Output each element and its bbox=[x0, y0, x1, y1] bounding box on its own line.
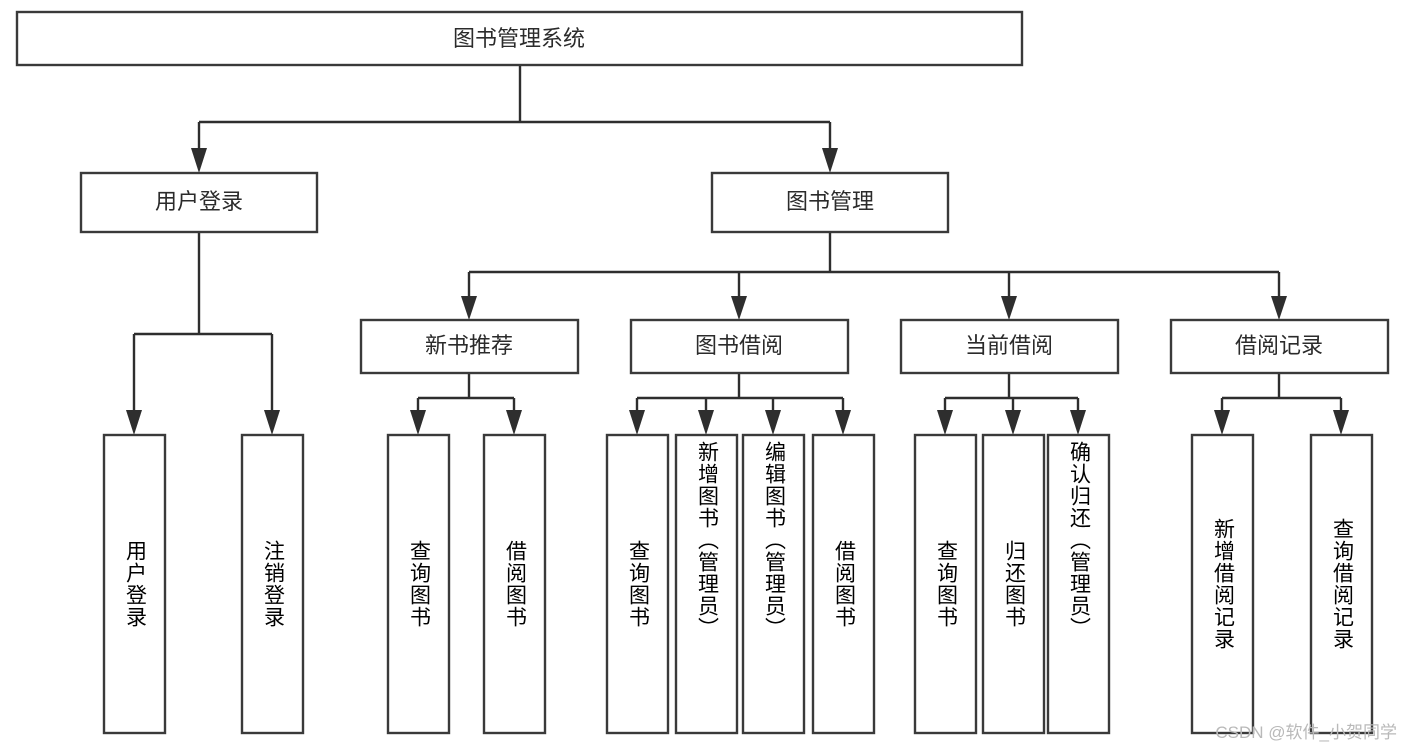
arrow-head-leaf-borrow-book-1 bbox=[506, 410, 522, 435]
arrow-head-book-manage bbox=[822, 148, 838, 173]
arrow-head-leaf-user-login bbox=[126, 410, 142, 435]
leaf-node-query-book-3-box bbox=[913, 433, 978, 735]
arrow-head-leaf-confirm-return bbox=[1070, 410, 1086, 435]
leaf-node-query-record-label-wrap: 查询借阅记录 bbox=[1330, 518, 1354, 650]
node-book-borrow[interactable]: 图书借阅 bbox=[629, 318, 850, 375]
leaf-node-return-book-label: 归还图书 bbox=[1002, 540, 1026, 628]
leaf-node-query-book-3-label-wrap: 查询图书 bbox=[934, 540, 958, 628]
leaf-node-query-book-2-label-wrap: 查询图书 bbox=[626, 540, 650, 628]
node-book-manage-label: 图书管理 bbox=[786, 189, 874, 214]
node-book-manage-box bbox=[710, 171, 950, 234]
leaf-node-query-book-2[interactable]: 查询图书 bbox=[605, 433, 670, 735]
leaf-node-borrow-book-2[interactable]: 借阅图书 bbox=[811, 433, 876, 735]
node-user-login-box bbox=[79, 171, 319, 234]
node-user-login-label: 用户登录 bbox=[155, 189, 243, 214]
leaf-node-add-record-box bbox=[1190, 433, 1255, 735]
leaf-node-borrow-book-1[interactable]: 借阅图书 bbox=[482, 433, 547, 735]
node-borrow-record[interactable]: 借阅记录 bbox=[1169, 318, 1390, 375]
leaf-node-user-login-box bbox=[102, 433, 167, 735]
leaf-node-logout[interactable]: 注销登录 bbox=[240, 433, 305, 735]
node-book-borrow-label: 图书借阅 bbox=[695, 333, 783, 358]
arrow-head-leaf-query-record bbox=[1333, 410, 1349, 435]
leaf-node-borrow-book-2-label-wrap: 借阅图书 bbox=[832, 540, 856, 628]
leaf-node-user-login[interactable]: 用户登录 bbox=[102, 433, 167, 735]
leaf-node-user-login-label-wrap: 用户登录 bbox=[123, 540, 147, 628]
leaf-node-add-book[interactable]: 新增图书（管理员） bbox=[674, 433, 739, 735]
arrow-head-leaf-query-book-3 bbox=[937, 410, 953, 435]
arrow-head-borrow-record bbox=[1271, 296, 1287, 320]
node-current-borrow[interactable]: 当前借阅 bbox=[899, 318, 1120, 375]
leaf-node-confirm-return-box bbox=[1046, 433, 1111, 735]
node-borrow-record-box bbox=[1169, 318, 1390, 375]
leaf-node-add-book-label-wrap: 新增图书（管理员） bbox=[695, 441, 719, 639]
leaf-node-edit-book-label-wrap: 编辑图书（管理员） bbox=[762, 441, 786, 639]
leaf-node-query-book-3-label: 查询图书 bbox=[934, 540, 958, 628]
connector-layer bbox=[126, 65, 1349, 435]
leaf-node-user-login-label: 用户登录 bbox=[123, 540, 147, 628]
leaf-node-add-record-label-wrap: 新增借阅记录 bbox=[1211, 518, 1235, 650]
arrow-head-leaf-edit-book bbox=[765, 410, 781, 435]
arrow-head-book-borrow bbox=[731, 296, 747, 320]
leaf-node-borrow-book-1-label: 借阅图书 bbox=[503, 540, 527, 628]
leaf-node-add-record-label: 新增借阅记录 bbox=[1211, 518, 1235, 650]
node-borrow-record-label: 借阅记录 bbox=[1235, 333, 1323, 358]
csdn-watermark: CSDN @软件_小贺同学 bbox=[1215, 723, 1397, 742]
leaf-node-query-record-box bbox=[1309, 433, 1374, 735]
node-new-book-recommend-label: 新书推荐 bbox=[425, 333, 513, 358]
leaf-node-confirm-return-label-wrap: 确认归还（管理员） bbox=[1067, 441, 1091, 639]
leaf-node-edit-book-label: 编辑图书（管理员） bbox=[762, 441, 786, 639]
arrow-head-leaf-add-book bbox=[698, 410, 714, 435]
leaf-node-add-book-label: 新增图书（管理员） bbox=[695, 441, 719, 639]
leaf-node-borrow-book-2-label: 借阅图书 bbox=[832, 540, 856, 628]
leaf-node-query-book-3[interactable]: 查询图书 bbox=[913, 433, 978, 735]
leaf-node-query-record[interactable]: 查询借阅记录 bbox=[1309, 433, 1374, 735]
leaf-node-return-book-label-wrap: 归还图书 bbox=[1002, 540, 1026, 628]
node-title-system-box bbox=[15, 10, 1024, 67]
leaf-node-query-book-1[interactable]: 查询图书 bbox=[386, 433, 451, 735]
node-user-login[interactable]: 用户登录 bbox=[79, 171, 319, 234]
arrow-head-leaf-logout bbox=[264, 410, 280, 435]
leaf-node-return-book-box bbox=[981, 433, 1046, 735]
leaf-node-add-record[interactable]: 新增借阅记录 bbox=[1190, 433, 1255, 735]
node-current-borrow-label: 当前借阅 bbox=[965, 333, 1053, 358]
node-new-book-recommend-box bbox=[359, 318, 580, 375]
leaf-node-query-book-1-box bbox=[386, 433, 451, 735]
leaf-node-query-record-label: 查询借阅记录 bbox=[1330, 518, 1354, 650]
leaf-node-logout-label: 注销登录 bbox=[261, 540, 285, 628]
node-title-system-label: 图书管理系统 bbox=[453, 26, 585, 51]
arrow-head-leaf-add-record bbox=[1214, 410, 1230, 435]
leaf-node-query-book-2-box bbox=[605, 433, 670, 735]
leaf-node-logout-label-wrap: 注销登录 bbox=[261, 540, 285, 628]
arrow-head-user-login bbox=[191, 148, 207, 173]
arrow-head-leaf-query-book-1 bbox=[410, 410, 426, 435]
leaf-node-logout-box bbox=[240, 433, 305, 735]
leaf-node-confirm-return[interactable]: 确认归还（管理员） bbox=[1046, 433, 1111, 735]
leaf-node-query-book-1-label-wrap: 查询图书 bbox=[407, 540, 431, 628]
arrow-head-leaf-query-book-2 bbox=[629, 410, 645, 435]
leaf-node-edit-book[interactable]: 编辑图书（管理员） bbox=[741, 433, 806, 735]
node-book-borrow-box bbox=[629, 318, 850, 375]
arrow-head-leaf-return-book bbox=[1005, 410, 1021, 435]
leaf-node-query-book-2-label: 查询图书 bbox=[626, 540, 650, 628]
leaf-node-return-book[interactable]: 归还图书 bbox=[981, 433, 1046, 735]
node-current-borrow-box bbox=[899, 318, 1120, 375]
arrow-head-leaf-borrow-book-2 bbox=[835, 410, 851, 435]
node-new-book-recommend[interactable]: 新书推荐 bbox=[359, 318, 580, 375]
leaf-node-add-book-box bbox=[674, 433, 739, 735]
leaf-node-borrow-book-2-box bbox=[811, 433, 876, 735]
leaf-node-confirm-return-label: 确认归还（管理员） bbox=[1067, 441, 1091, 639]
arrow-head-new-book-recommend bbox=[461, 296, 477, 320]
node-title-system[interactable]: 图书管理系统 bbox=[15, 10, 1024, 67]
leaf-node-borrow-book-1-box bbox=[482, 433, 547, 735]
leaf-node-edit-book-box bbox=[741, 433, 806, 735]
leaf-node-borrow-book-1-label-wrap: 借阅图书 bbox=[503, 540, 527, 628]
leaf-node-query-book-1-label: 查询图书 bbox=[407, 540, 431, 628]
node-book-manage[interactable]: 图书管理 bbox=[710, 171, 950, 234]
arrow-head-current-borrow bbox=[1001, 296, 1017, 320]
